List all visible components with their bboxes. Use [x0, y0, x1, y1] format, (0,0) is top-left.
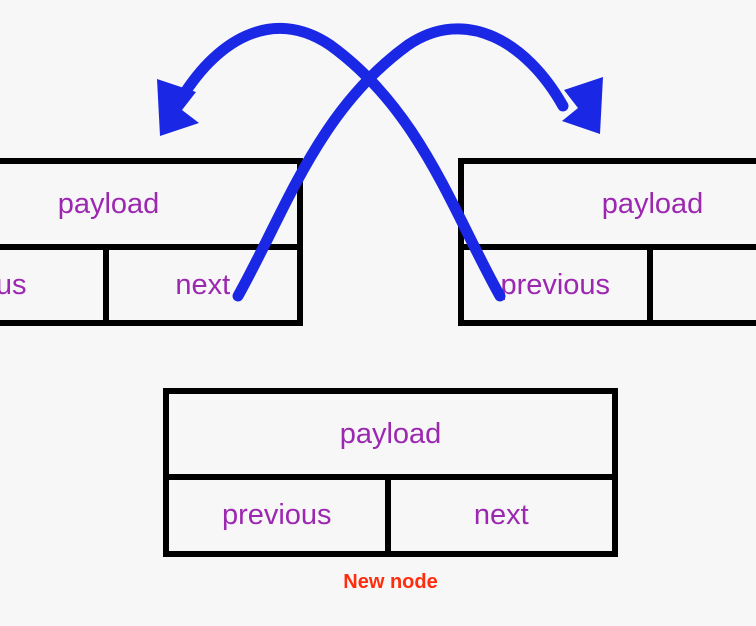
node-new-pointer-row: previous next: [169, 480, 612, 551]
node-left-payload-label: payload: [57, 187, 160, 220]
node-right-pointer-row: previous: [464, 250, 756, 320]
node-right-next-cell: [653, 250, 756, 320]
new-node-caption: New node: [343, 571, 438, 593]
node-new-next-label: next: [473, 499, 529, 531]
node-right-previous-cell: previous: [464, 250, 653, 320]
node-new-previous-label: previous: [221, 499, 332, 531]
node-left-previous-cell: us: [0, 250, 109, 320]
node-new-payload-row: payload: [169, 394, 612, 480]
node-new: payload previous next: [163, 388, 618, 557]
node-left-pointer-row: us next: [0, 250, 297, 320]
node-left-next-cell: next: [109, 250, 298, 320]
node-left-next-label: next: [175, 268, 231, 301]
node-new-previous-cell: previous: [169, 480, 391, 551]
node-new-next-cell: next: [391, 480, 613, 551]
node-right-payload-row: payload: [464, 164, 756, 250]
node-left: payload us next: [0, 158, 303, 326]
node-left-payload-row: payload: [0, 164, 297, 250]
node-new-payload-label: payload: [339, 417, 442, 450]
node-right-payload-label: payload: [601, 187, 704, 220]
node-left-previous-label: us: [0, 268, 27, 301]
node-right-previous-label: previous: [500, 268, 611, 301]
node-right: payload previous: [458, 158, 756, 326]
